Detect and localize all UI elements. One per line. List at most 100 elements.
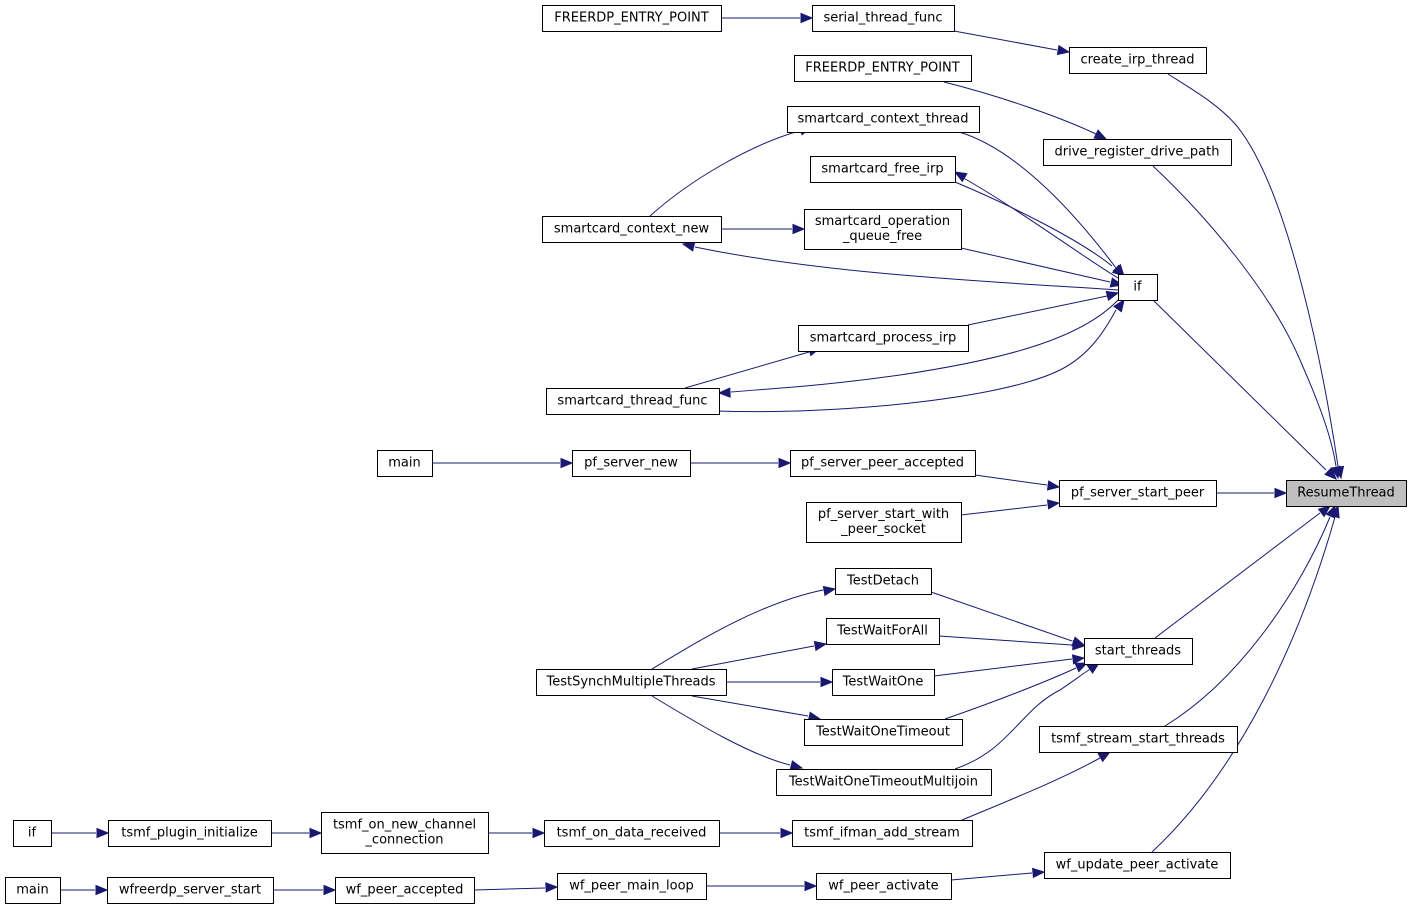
arrowhead (822, 585, 837, 597)
arrowhead (1074, 662, 1089, 673)
node-tsmf-plugin[interactable]: tsmf_plugin_initialize (108, 820, 272, 847)
node-tsmf-start[interactable]: tsmf_stream_start_threads (1039, 726, 1238, 753)
node-label: tsmf_ifman_add_stream (804, 826, 960, 841)
call-edge (719, 827, 794, 839)
node-label: TestWaitForAll (836, 624, 928, 639)
call-edge (473, 882, 559, 893)
node-label: TestWaitOneTimeout (815, 725, 950, 740)
node-pf-peer-acc[interactable]: pf_server_peer_accepted (790, 450, 976, 477)
call-edge (721, 223, 806, 235)
node-box (13, 820, 52, 847)
arrowhead (1046, 499, 1061, 510)
call-edge (954, 662, 1101, 770)
arrowhead (309, 827, 323, 839)
node-box (542, 5, 722, 32)
node-test-wotm[interactable]: TestWaitOneTimeoutMultijoin (776, 769, 992, 796)
node-pf-start-peer[interactable]: pf_server_start_peer (1059, 480, 1217, 507)
node-sc-proc-irp[interactable]: smartcard_process_irp (798, 325, 969, 352)
node-tsmf-ifman[interactable]: tsmf_ifman_add_stream (792, 820, 973, 847)
call-edge (691, 695, 822, 722)
call-edge (721, 12, 814, 24)
arrowhead (800, 12, 814, 24)
call-edge (690, 457, 792, 469)
call-edge (1151, 504, 1340, 853)
node-test-wot[interactable]: TestWaitOneTimeout (804, 719, 963, 746)
node-sc-thread-func[interactable]: smartcard_thread_func (546, 388, 720, 415)
node-tsmf-newch[interactable]: tsmf_on_new_channel_connection (321, 812, 489, 854)
node-box (792, 820, 973, 847)
node-label: tsmf_on_data_received (557, 826, 707, 841)
call-edge (717, 299, 1119, 398)
node-box (107, 877, 274, 904)
node-start-threads[interactable]: start_threads (1084, 638, 1193, 665)
call-edge (953, 171, 1119, 279)
node-box (798, 325, 969, 352)
node-box (377, 450, 433, 477)
node-box (810, 156, 956, 183)
node-label: _connection (364, 833, 443, 848)
node-if-sc[interactable]: if (1118, 274, 1158, 301)
node-sc-op-queue[interactable]: smartcard_operation_queue_free (804, 209, 962, 250)
node-wf-update[interactable]: wf_update_peer_activate (1044, 852, 1231, 879)
node-box (812, 5, 955, 32)
node-sc-ctx-thread[interactable]: smartcard_context_thread (787, 106, 980, 133)
node-label: start_threads (1095, 644, 1181, 659)
node-test-wo[interactable]: TestWaitOne (832, 669, 935, 696)
node-main-wf[interactable]: main (5, 877, 61, 904)
node-freerdp-ep2[interactable]: FREERDP_ENTRY_POINT (794, 55, 972, 82)
node-if-tsmf[interactable]: if (13, 820, 52, 847)
node-box (826, 618, 940, 645)
node-label: ResumeThread (1297, 486, 1395, 501)
node-main-pf[interactable]: main (377, 450, 433, 477)
node-sc-ctx-new[interactable]: smartcard_context_new (542, 216, 722, 243)
node-test-synch[interactable]: TestSynchMultipleThreads (536, 669, 727, 696)
node-wfreerdp[interactable]: wfreerdp_server_start (107, 877, 274, 904)
node-tsmf-data[interactable]: tsmf_on_data_received (544, 820, 720, 847)
arrowhead (1093, 129, 1108, 140)
node-box (1044, 852, 1231, 879)
node-label: wf_update_peer_activate (1056, 858, 1219, 873)
node-drive-reg[interactable]: drive_register_drive_path (1043, 139, 1232, 166)
node-serial-thread[interactable]: serial_thread_func (812, 5, 955, 32)
arrowhead (323, 884, 337, 896)
node-label: wf_peer_activate (828, 879, 938, 894)
node-test-wfa[interactable]: TestWaitForAll (826, 618, 940, 645)
node-wf-peer-act[interactable]: wf_peer_activate (816, 873, 952, 900)
node-label: wf_peer_accepted (346, 883, 464, 898)
node-wf-peer-acc[interactable]: wf_peer_accepted (335, 877, 475, 904)
node-wf-main-loop[interactable]: wf_peer_main_loop (557, 873, 707, 900)
call-edge (960, 499, 1061, 516)
node-label: _peer_socket (840, 522, 926, 537)
call-edge (691, 640, 828, 670)
node-label: smartcard_process_irp (810, 331, 957, 346)
arrowhead (1032, 867, 1046, 879)
node-resume[interactable]: ResumeThread (1286, 480, 1407, 507)
node-label: smartcard_context_new (554, 222, 710, 237)
node-pf-server-new[interactable]: pf_server_new (572, 450, 691, 477)
call-edge (651, 695, 804, 771)
node-label: if (28, 826, 37, 841)
node-box (108, 820, 272, 847)
node-create-irp[interactable]: create_irp_thread (1069, 47, 1207, 74)
node-box (787, 106, 980, 133)
call-edge (944, 662, 1089, 720)
node-label: serial_thread_func (823, 11, 942, 26)
call-edge (726, 676, 834, 688)
arrowhead (560, 457, 574, 469)
arrowhead (1330, 465, 1341, 480)
arrowhead (1105, 290, 1120, 302)
call-edge (706, 880, 818, 892)
node-pf-start-sock[interactable]: pf_server_start_with_peer_socket (806, 502, 962, 543)
node-box (816, 873, 952, 900)
arrowhead (545, 882, 559, 893)
call-edge (271, 827, 323, 839)
node-sc-free-irp[interactable]: smartcard_free_irp (810, 156, 956, 183)
node-box (536, 669, 727, 696)
node-freerdp-ep1[interactable]: FREERDP_ENTRY_POINT (542, 5, 722, 32)
call-edge (684, 346, 822, 389)
node-box (794, 55, 972, 82)
node-test-detach[interactable]: TestDetach (835, 568, 932, 595)
call-edge (1164, 504, 1336, 727)
node-box (546, 388, 720, 415)
